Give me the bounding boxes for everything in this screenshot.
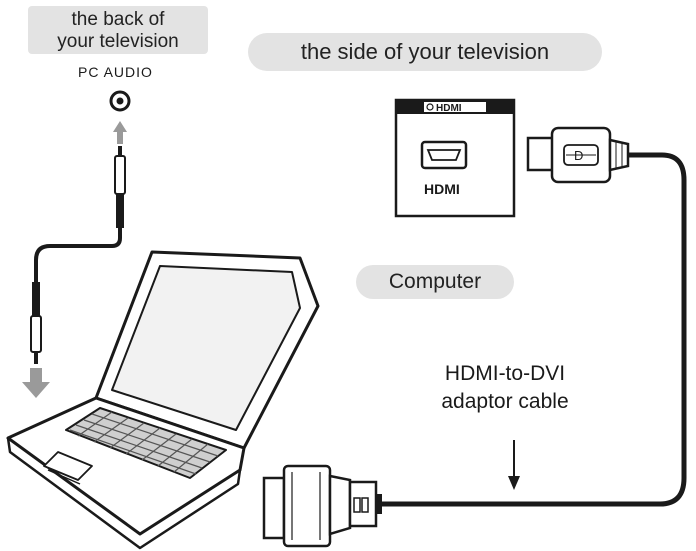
laptop-touchpad bbox=[43, 451, 93, 481]
laptop-computer bbox=[6, 250, 320, 550]
audio-cable bbox=[34, 228, 122, 282]
cable-label-line1: HDMI-to-DVI bbox=[444, 362, 566, 385]
hdmi-port-top-label: HDMI bbox=[436, 103, 462, 114]
hdmi-dvi-cable bbox=[380, 152, 687, 507]
pc-audio-label: PC AUDIO bbox=[78, 64, 153, 80]
audio-plug-lower bbox=[30, 282, 42, 364]
cable-arrow-icon bbox=[508, 440, 520, 490]
laptop-base-edge bbox=[6, 437, 242, 550]
audio-plug-upper bbox=[114, 146, 126, 228]
dvi-connector bbox=[262, 464, 382, 548]
up-arrow-icon bbox=[113, 121, 127, 144]
down-arrow-icon bbox=[22, 368, 50, 398]
laptop-base bbox=[6, 396, 246, 536]
side-of-tv-label: the side of your television bbox=[248, 33, 602, 71]
hdmi-logo: HDMI bbox=[424, 181, 460, 197]
cable-label-line2: adaptor cable bbox=[441, 390, 569, 413]
hdmi-port-panel: HDMI HDMI bbox=[394, 98, 516, 218]
laptop-screen bbox=[111, 265, 301, 431]
pc-audio-jack bbox=[109, 90, 131, 112]
laptop-keyboard bbox=[65, 407, 227, 479]
computer-label: Computer bbox=[356, 265, 514, 299]
back-label-line1: the back of bbox=[71, 9, 165, 30]
hdmi-plug: D bbox=[526, 126, 630, 184]
back-label-line2: your television bbox=[57, 31, 179, 52]
back-of-tv-label: the back of your television bbox=[28, 6, 208, 54]
cable-label: HDMI-to-DVI adaptor cable bbox=[400, 360, 610, 416]
